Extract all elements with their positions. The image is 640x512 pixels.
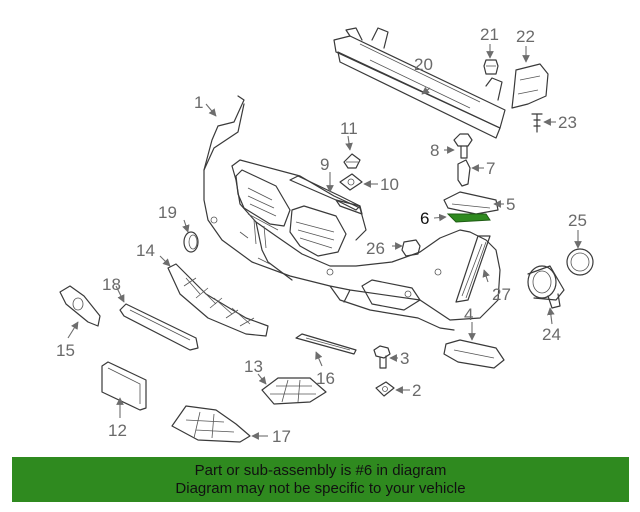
callout-21: 21	[480, 25, 499, 44]
part-6-highlighted[interactable]	[446, 213, 491, 223]
callout-24: 24	[542, 325, 561, 344]
callout-20: 20	[414, 55, 433, 74]
part-22-bracket[interactable]	[511, 63, 549, 109]
callout-13: 13	[244, 357, 263, 376]
callout-17: 17	[272, 427, 291, 446]
callout-26: 26	[366, 239, 385, 258]
leader-lines	[67, 44, 582, 440]
callout-11: 11	[340, 119, 358, 138]
part-17-grille-frame[interactable]	[171, 405, 251, 443]
callout-25: 25	[568, 211, 587, 230]
part-8-bolt[interactable]	[453, 133, 473, 159]
banner-line-1: Part or sub-assembly is #6 in diagram	[194, 461, 447, 479]
part-18-trim-strip[interactable]	[119, 303, 199, 351]
callout-2: 2	[412, 381, 421, 400]
part-25-trim-ring[interactable]	[566, 248, 594, 276]
callout-12: 12	[108, 421, 127, 440]
callout-1: 1	[194, 93, 203, 112]
part-9-trim-strip[interactable]	[289, 175, 363, 215]
part-7-clip[interactable]	[457, 159, 471, 187]
part-20-reinforcement-bar[interactable]	[333, 27, 506, 139]
part-15-fog-bezel[interactable]	[59, 285, 101, 327]
callout-4: 4	[464, 305, 473, 324]
part-4-lamp-cover[interactable]	[443, 339, 505, 369]
callout-9: 9	[320, 155, 329, 174]
part-27-side-strip[interactable]	[455, 235, 491, 303]
part-2-clip-nut[interactable]	[375, 381, 395, 397]
callout-18: 18	[102, 275, 121, 294]
callout-16: 16	[316, 369, 335, 388]
part-11-stud[interactable]	[343, 153, 361, 169]
callout-27: 27	[492, 285, 511, 304]
part-5-bracket[interactable]	[443, 191, 499, 215]
callout-5: 5	[506, 195, 515, 214]
callout-7: 7	[486, 159, 495, 178]
part-3-bolt[interactable]	[373, 345, 391, 369]
part-10-nut[interactable]	[339, 173, 363, 191]
callout-6: 6	[420, 209, 429, 228]
info-banner: Part or sub-assembly is #6 in diagram Di…	[12, 457, 629, 502]
part-16-trim-strip[interactable]	[295, 333, 357, 355]
callout-8: 8	[430, 141, 439, 160]
part-24-fog-lamp[interactable]	[527, 265, 565, 309]
callout-3: 3	[400, 349, 409, 368]
part-23-push-clip[interactable]	[531, 113, 543, 133]
callout-14: 14	[136, 241, 155, 260]
part-26-sensor[interactable]	[401, 239, 421, 257]
part-12-plate-bracket[interactable]	[101, 361, 147, 411]
part-13-grille-insert[interactable]	[261, 377, 327, 405]
callout-23: 23	[558, 113, 577, 132]
part-14-lower-grille[interactable]	[167, 263, 269, 337]
callout-15: 15	[56, 341, 75, 360]
callout-22: 22	[516, 27, 535, 46]
callout-19: 19	[158, 203, 177, 222]
exploded-parts-diagram: 1 2 3 4 5 6 7 8 9 10 11 12 13 14 15 16 1…	[56, 25, 594, 446]
callout-10: 10	[380, 175, 399, 194]
part-19-ring[interactable]	[183, 231, 199, 253]
part-1-bumper-cover[interactable]	[203, 95, 501, 331]
banner-line-2: Diagram may not be specific to your vehi…	[175, 479, 466, 497]
callout-numbers: 1 2 3 4 5 6 7 8 9 10 11 12 13 14 15 16 1…	[56, 25, 587, 446]
part-21-nut[interactable]	[483, 59, 499, 75]
